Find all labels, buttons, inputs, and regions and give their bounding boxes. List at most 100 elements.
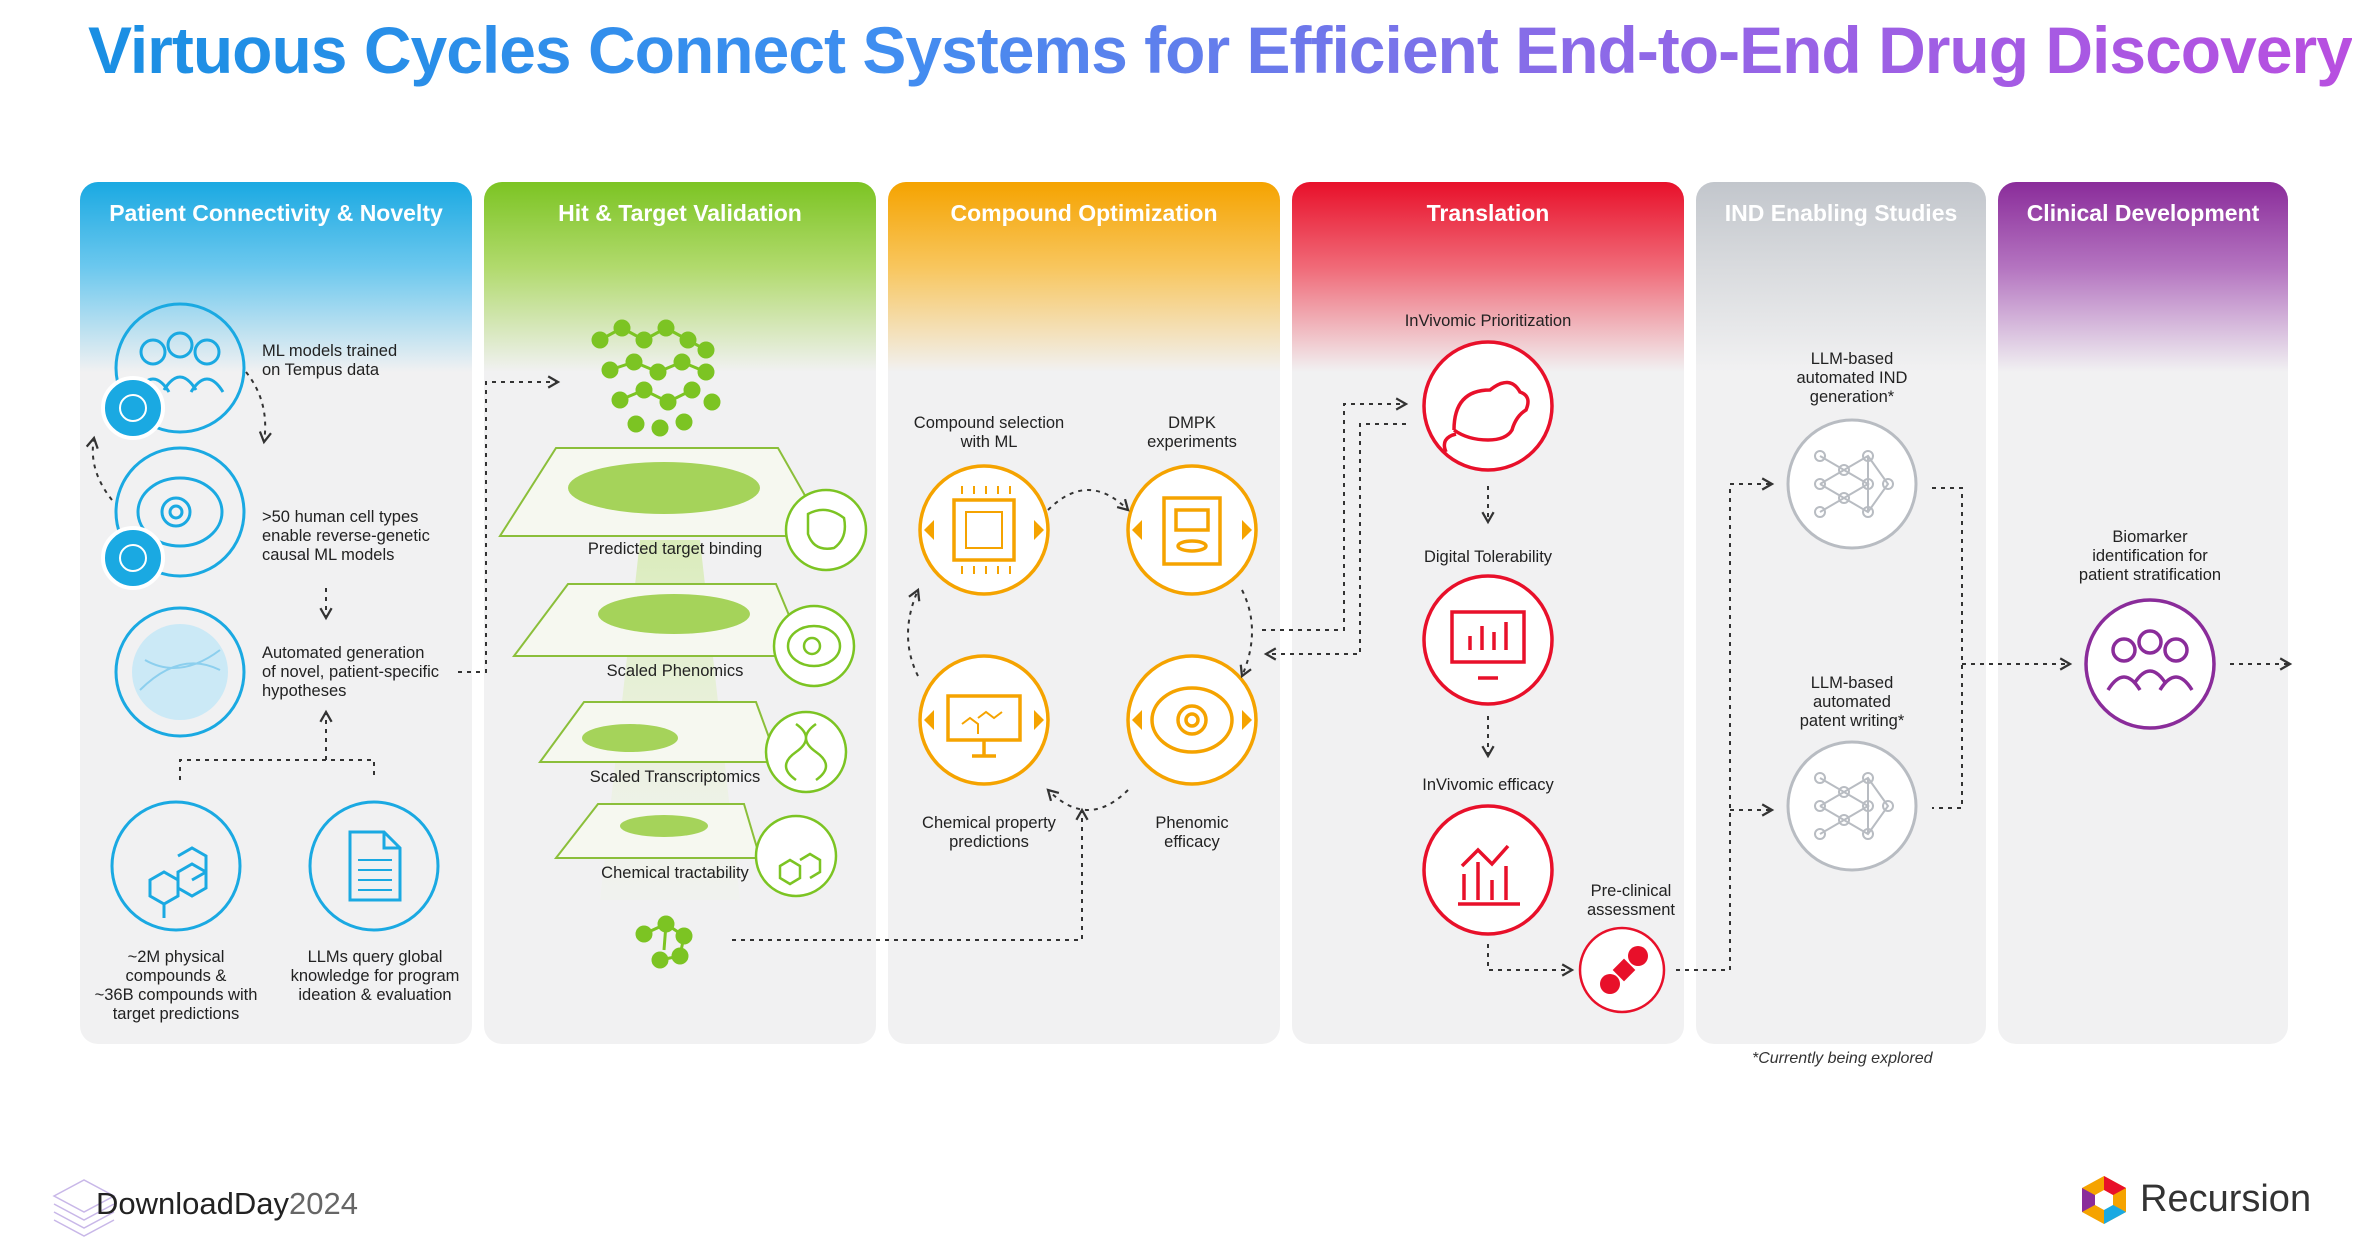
translation-arrows <box>1481 477 1775 977</box>
compound-cycle <box>918 464 1258 786</box>
molecule-cluster-icon <box>591 319 721 437</box>
column-compound: Compound Optimization <box>888 182 1280 1044</box>
binding-label: Predicted target binding <box>587 540 763 558</box>
tolerability-label: Digital Tolerability <box>1423 548 1553 566</box>
patient-icons <box>101 302 440 932</box>
transcriptomics-label: Scaled Transcriptomics <box>589 768 761 786</box>
label-line: LLM-based <box>1810 674 1894 692</box>
label-line: patent writing* <box>1799 712 1905 730</box>
document-icon <box>308 800 440 932</box>
monitor-bars-icon <box>1450 610 1526 680</box>
label-line: Biomarker <box>2112 528 2188 546</box>
label-line: ideation & evaluation <box>298 986 452 1004</box>
event-year: 2024 <box>289 1186 358 1221</box>
phenomics-label: Scaled Phenomics <box>606 662 744 680</box>
efficacy-label: InVivomic efficacy <box>1422 776 1554 794</box>
downloadday-logo-icon <box>52 1179 116 1237</box>
dmpk-printer-icon <box>1162 496 1222 566</box>
compound-orange-arrowheads <box>924 520 1252 730</box>
label-line: ML models trained <box>262 342 398 360</box>
chip-icon <box>952 486 1016 574</box>
arrow-compound-to-translation <box>1262 397 1409 631</box>
label-line: Phenomic <box>1155 814 1229 832</box>
prioritization-label: InVivomic Prioritization <box>1404 312 1572 330</box>
label-line: generation* <box>1809 388 1895 406</box>
footnote: *Currently being explored <box>1752 1050 1933 1067</box>
clinical-people-icon <box>2084 598 2216 730</box>
hit-side-icons <box>754 488 868 898</box>
hypothesis-sphere-icon <box>114 606 246 738</box>
label-line: hypotheses <box>262 682 347 700</box>
label-line: causal ML models <box>262 546 395 564</box>
label-line: Chemical property <box>922 814 1056 832</box>
label-line: target predictions <box>112 1005 240 1023</box>
label-line: automated <box>1813 693 1891 711</box>
label-line: of novel, patient-specific <box>262 663 440 681</box>
people-icon <box>114 302 246 434</box>
label-line: Compound selection <box>913 414 1065 432</box>
label-line: Automated generation <box>262 644 425 662</box>
label-line: compounds & <box>125 967 227 985</box>
arrow-translation-to-compound <box>1263 423 1406 661</box>
event-name: DownloadDay <box>96 1186 289 1221</box>
ind-icons <box>1786 418 1918 872</box>
label-line: assessment <box>1586 901 1676 919</box>
small-molecule-icon <box>635 915 693 969</box>
label-line: on Tempus data <box>262 361 380 379</box>
column-ind: IND Enabling Studies <box>1696 182 1986 1044</box>
phenomic-cell-icon <box>1150 686 1234 754</box>
compound-cycle-arrows <box>907 489 1253 811</box>
funnel-layers <box>498 447 830 900</box>
label-line: experiments <box>1147 433 1237 451</box>
label-line: efficacy <box>1164 833 1220 851</box>
page-title: Virtuous Cycles Connect Systems for Effi… <box>88 13 2353 87</box>
preclinical-molecule-icon <box>1600 946 1648 994</box>
label-line: LLM-based <box>1810 350 1894 368</box>
label-line: knowledge for program <box>290 967 460 985</box>
chemistry-monitor-icon <box>946 694 1022 758</box>
label-line: ~2M physical <box>127 948 225 966</box>
label-line: >50 human cell types <box>262 508 419 526</box>
molecule-icon <box>110 800 242 932</box>
label-line: ~36B compounds with <box>94 986 258 1004</box>
label-line: patient stratification <box>2078 566 2222 584</box>
column-header-clinical: Clinical Development <box>1998 182 2288 372</box>
label-line: Pre-clinical <box>1590 882 1672 900</box>
label-line: with ML <box>960 433 1018 451</box>
chart-bars-icon <box>1458 844 1520 906</box>
cell-icon <box>114 446 246 578</box>
recursion-brand: Recursion <box>2140 1178 2312 1220</box>
tractability-label: Chemical tractability <box>601 864 749 882</box>
label-line: LLMs query global <box>307 948 443 966</box>
network-badge-icon <box>101 526 165 590</box>
column-patient: Patient Connectivity & Novelty <box>80 182 472 1044</box>
patient-arrows <box>85 371 561 780</box>
column-header-ind: IND Enabling Studies <box>1696 182 1986 372</box>
label-line: DMPK <box>1168 414 1216 432</box>
arrow-ind-to-clinical <box>1932 487 2070 809</box>
label-line: automated IND <box>1796 369 1908 387</box>
translation-icons <box>1422 340 1666 1014</box>
label-line: identification for <box>2092 547 2208 565</box>
label-line: enable reverse-genetic <box>262 527 430 545</box>
label-line: predictions <box>949 833 1029 851</box>
column-header-compound: Compound Optimization <box>888 182 1280 372</box>
downloadday-brand: DownloadDay2024 <box>96 1186 358 1222</box>
network-badge-icon <box>101 376 165 440</box>
neural-network-icons <box>1814 450 1894 840</box>
mouse-icon <box>1442 380 1530 453</box>
